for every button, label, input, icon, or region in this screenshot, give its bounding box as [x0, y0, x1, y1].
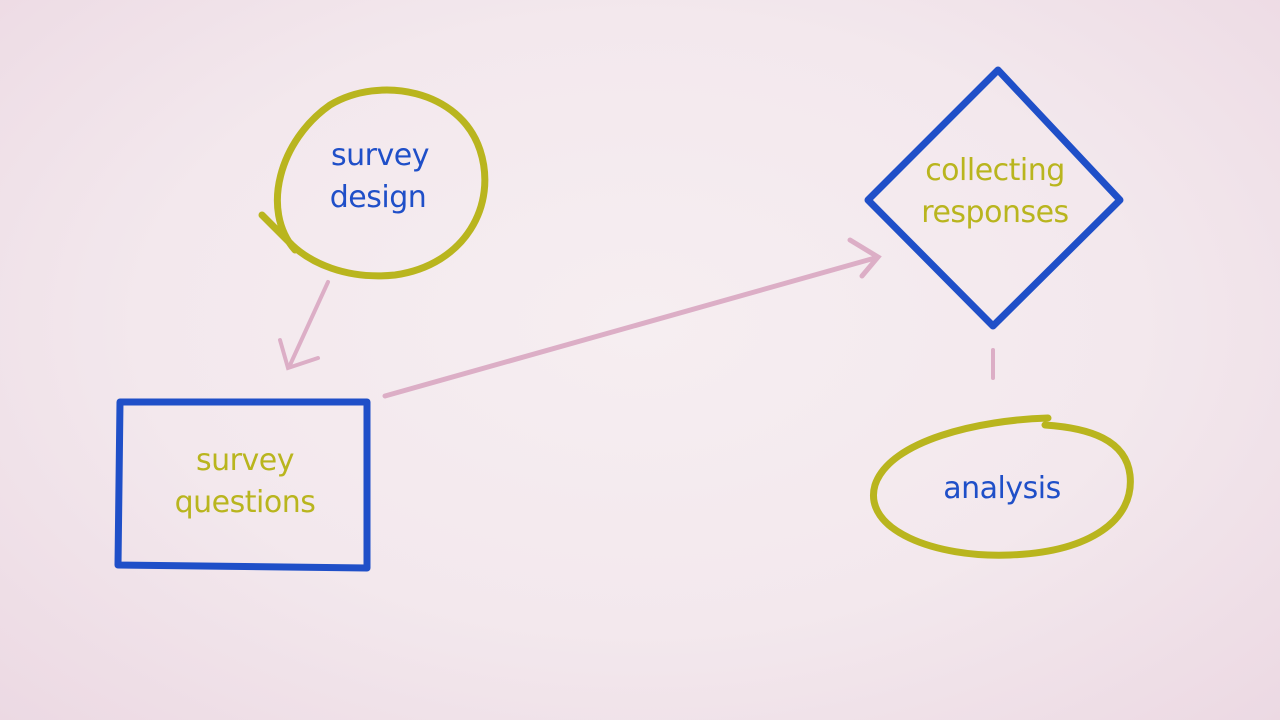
survey-design-node: survey design [258, 86, 489, 280]
collecting-responses-diamond [864, 66, 1124, 330]
collecting-responses-label-line1: collecting [925, 153, 1065, 188]
collecting-responses-label-line2: responses [921, 195, 1068, 230]
survey-design-circle [258, 86, 489, 280]
survey-design-label-line2: design [330, 180, 427, 215]
survey-questions-label-line1: survey [196, 443, 294, 478]
collecting-responses-node: collecting responses [864, 66, 1124, 330]
analysis-ellipse [870, 414, 1134, 559]
survey-questions-node: survey questions [114, 398, 371, 572]
arrow-questions-to-collecting [382, 237, 882, 399]
survey-design-label-line1: survey [331, 138, 429, 173]
survey-questions-box [114, 398, 371, 572]
arrow-design-to-questions [278, 280, 330, 371]
survey-questions-label-line2: questions [175, 485, 316, 520]
analysis-node: analysis [870, 414, 1134, 559]
analysis-label: analysis [943, 471, 1060, 506]
